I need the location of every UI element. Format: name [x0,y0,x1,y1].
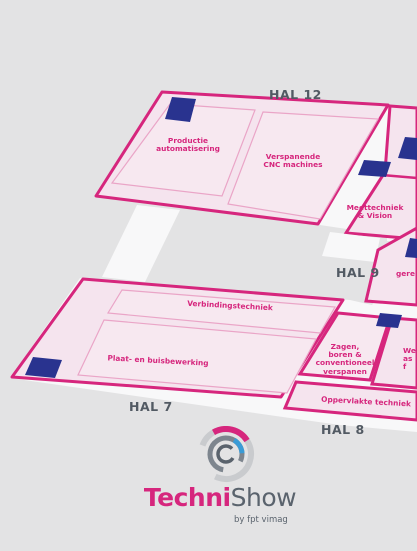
zone-plaat-buisbewerking[interactable] [77,319,317,394]
zone-label-meettechniek-vision: Meettechniek & Vision [346,203,404,221]
hal-12-right-section [343,104,417,241]
hal-9-label: HAL 9 [336,265,380,280]
zone-productie-automatisering[interactable] [110,103,256,197]
hal-8-label: HAL 8 [321,422,365,437]
corridor-link [102,205,180,282]
technishow-wordmark: TechniShow [140,483,300,513]
stand-marker [398,137,417,160]
stand-marker [405,238,417,258]
stand-marker [165,97,196,122]
logo-name-techni: Techni [143,483,231,512]
stand-marker [358,160,391,177]
hal-7-label: HAL 7 [129,399,173,414]
zone-zagen-boren[interactable] [297,311,393,382]
logo-name-show: Show [230,483,297,512]
hal-9-outline [364,226,417,307]
corridor-link [322,232,380,262]
zone-label-partial-gere: gere [396,270,415,278]
logo-tagline: by fpt vimag [234,515,288,525]
zone-label-verspanende-cnc: Verspanende CNC machines [263,152,323,170]
hal-12-right-divider [381,173,417,180]
hal-12-label: HAL 12 [269,87,322,102]
stand-marker [25,357,62,378]
zone-label-productie-automatisering: Productie automatisering [156,136,220,154]
zone-label-partial-we: We as f [403,347,416,372]
zone-verspanende-cnc[interactable] [227,111,380,220]
technishow-logo: TechniShow by fpt vimag [140,426,300,548]
zone-label-zagen-boren: Zagen, boren & conventioneel verspanen [315,342,375,376]
stand-marker [376,313,402,328]
zone-oppervlakte-techniek[interactable] [282,380,417,422]
hal-8-right-section [370,316,417,390]
technishow-ring-icon [198,426,254,482]
zone-verbindingstechniek[interactable] [106,289,336,334]
